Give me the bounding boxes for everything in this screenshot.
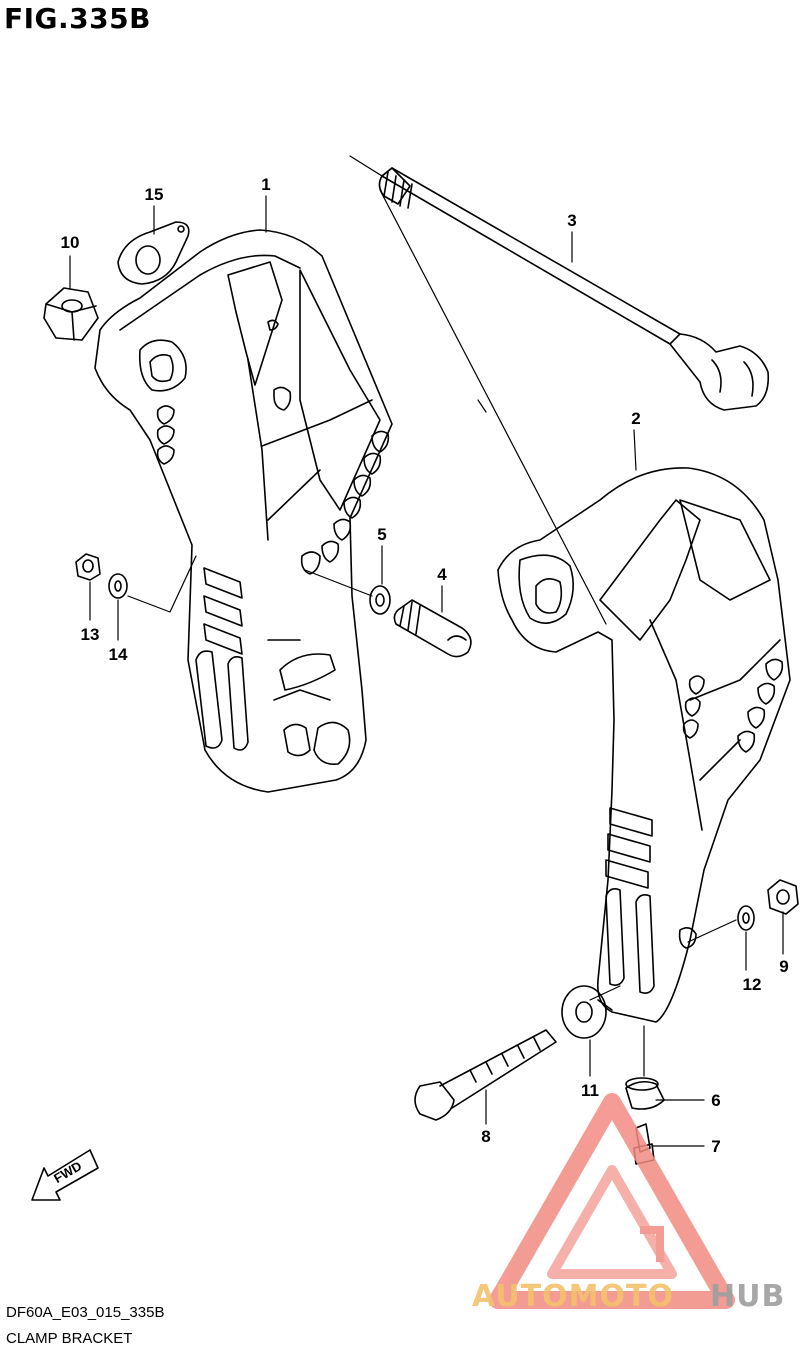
callout-14: 14 bbox=[109, 645, 128, 664]
figure-caption: CLAMP BRACKET bbox=[6, 1330, 133, 1347]
washer-12 bbox=[737, 905, 755, 931]
callout-15: 15 bbox=[145, 185, 164, 204]
callout-11: 11 bbox=[581, 1081, 599, 1100]
watermark-text-hub: HUB bbox=[710, 1279, 785, 1314]
clamp-bracket-right bbox=[497, 467, 791, 1023]
callout-13: 13 bbox=[81, 625, 100, 644]
callout-12: 12 bbox=[743, 975, 762, 994]
callout-6: 6 bbox=[711, 1091, 720, 1110]
figure-code: DF60A_E03_015_335B bbox=[6, 1304, 165, 1321]
washer-11 bbox=[561, 985, 607, 1039]
spacer bbox=[625, 1077, 665, 1110]
washer-5 bbox=[369, 585, 391, 615]
automotohub-watermark-logo bbox=[489, 1093, 735, 1309]
callout-1: 1 bbox=[261, 175, 270, 194]
callout-7: 7 bbox=[711, 1137, 720, 1156]
long-bolt bbox=[414, 1029, 557, 1121]
washer-14 bbox=[108, 573, 128, 599]
tilt-pin bbox=[393, 599, 472, 658]
watermark-text-automoto: AUTOMOTO bbox=[472, 1279, 674, 1314]
callout-10: 10 bbox=[61, 233, 80, 252]
nut-13 bbox=[75, 553, 101, 581]
watermark-wordmark: AUTOMOTO HUB bbox=[472, 1279, 785, 1314]
clamp-bracket-left bbox=[94, 229, 393, 793]
fwd-arrow-icon bbox=[31, 1149, 99, 1201]
callout-5: 5 bbox=[377, 525, 386, 544]
through-bolt bbox=[378, 167, 770, 411]
callout-8: 8 bbox=[481, 1127, 490, 1146]
callout-4: 4 bbox=[437, 565, 447, 584]
callout-3: 3 bbox=[567, 211, 576, 230]
callout-9: 9 bbox=[779, 957, 788, 976]
leader-lines bbox=[69, 155, 784, 1147]
plate-15 bbox=[117, 221, 190, 285]
nut-9 bbox=[767, 879, 799, 915]
callout-2: 2 bbox=[631, 409, 640, 428]
nut-10 bbox=[43, 287, 99, 341]
figure-title: FIG.335B bbox=[4, 2, 151, 35]
